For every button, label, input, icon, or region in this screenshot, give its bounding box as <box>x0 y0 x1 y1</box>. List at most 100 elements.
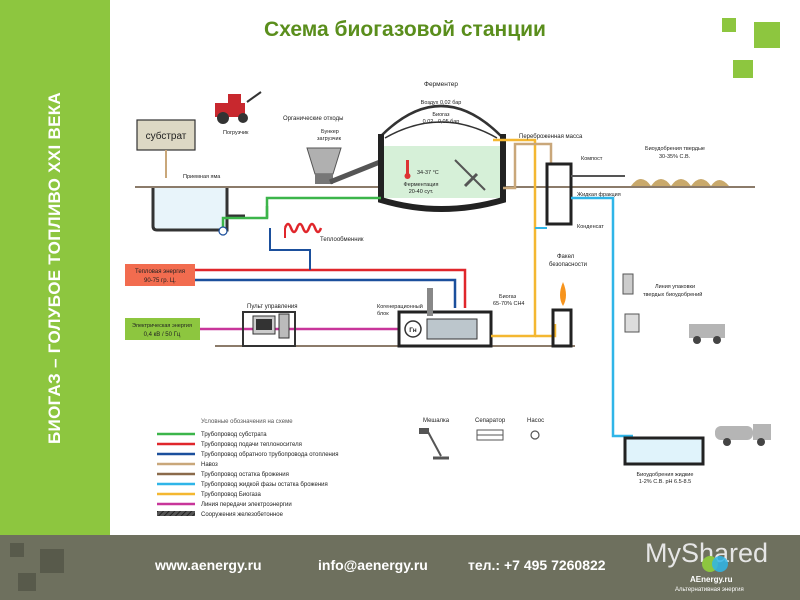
agitator-icon <box>454 159 486 191</box>
legend-title: Условные обозначения на схеме <box>201 419 293 425</box>
phone-text: тел.: +7 495 7260822 <box>468 557 606 573</box>
substrate-pump-icon <box>218 226 228 236</box>
website-link[interactable]: www.aenergy.ru <box>155 557 262 573</box>
organic-waste-label: Органические отходы <box>283 116 343 122</box>
deco-square <box>754 22 780 48</box>
heat-return-pipe <box>195 278 457 308</box>
conveyor <box>329 157 386 185</box>
control-panel-frame <box>242 311 296 347</box>
legend-label-3: Навоз <box>201 462 218 468</box>
diagram-canvas: субстрат Приемная яма Погрузчик Органиче… <box>125 81 771 518</box>
digestate-pipe <box>503 142 553 190</box>
fermentation-label-2: 20-40 сут. <box>409 189 434 195</box>
temperature-label: 34-37 °C <box>417 170 439 176</box>
hopper-label-2: загрузчик <box>317 136 342 142</box>
legend-separator-label: Сепаратор <box>475 418 506 424</box>
pump-icon <box>530 430 540 440</box>
brand-subtitle: Альтернативная энергия <box>675 587 744 593</box>
thermal-energy-label-2: 90-75 гр. Ц. <box>144 278 176 284</box>
cogen-label-1: Когенерационный <box>377 303 423 310</box>
packing-label-1: Линия упаковки <box>655 284 695 290</box>
substrate-box <box>136 119 196 151</box>
heat-exchanger-label: Теплообменник <box>320 237 364 243</box>
separator-icon <box>476 429 504 441</box>
thermometer-icon <box>404 160 411 179</box>
legend-pump-label: Насос <box>527 418 544 424</box>
legend-label-1: Трубопровод подачи теплоносителя <box>201 442 302 448</box>
heat-supply-pipe <box>195 268 467 308</box>
flame-icon <box>560 282 566 306</box>
heat-exchanger <box>283 222 323 234</box>
solid-fert-label-1: Биоудобрения твердые <box>645 146 705 152</box>
legend-label-0: Трубопровод субстрата <box>201 432 267 438</box>
biogas-pipe-flare <box>535 324 557 338</box>
biogas-pressure-label-1: Биогаз <box>432 112 450 118</box>
hopper-icon <box>306 147 342 184</box>
liquid-fert-label-2: 1-2% С.В. pH 6.5-8.5 <box>639 479 691 485</box>
compost-piles <box>631 179 729 186</box>
liquid-fraction-pipe <box>571 196 633 438</box>
exhaust-pipe <box>427 288 433 316</box>
fermenter-label: Ферментер <box>424 81 458 88</box>
brand-logo-icon <box>702 556 728 572</box>
sidebar: БИОГАЗ – ГОЛУБОЕ ТОПЛИВО XXI ВЕКА <box>0 0 110 535</box>
heat-to-exchanger <box>269 228 311 270</box>
air-label: Воздух 0,02 бар <box>421 100 462 106</box>
deco-square <box>10 543 24 557</box>
legend-label-6: Трубопровод Биогаза <box>201 492 262 498</box>
compost-label: Компост <box>581 156 603 162</box>
footer: www.aenergy.ru info@aenergy.ru тел.: +7 … <box>0 535 800 600</box>
legend-mixer-label: Мешалка <box>423 418 450 424</box>
biogas-diagram: субстрат Приемная яма Погрузчик Органиче… <box>115 78 791 528</box>
email-link[interactable]: info@aenergy.ru <box>318 557 428 573</box>
flare-label-1: Факел <box>557 254 575 260</box>
tanker-icon <box>715 424 771 446</box>
deco-square <box>40 549 64 573</box>
electric-energy-label-2: 0,4 кВ / 50 Гц <box>144 332 181 338</box>
substrate-pipe <box>221 196 381 228</box>
fermenter-wall <box>378 134 506 212</box>
loader-label: Погрузчик <box>223 130 249 136</box>
biogas-pressure-label-2: 0,02...0,05 бар <box>423 119 460 125</box>
deco-square <box>722 18 736 32</box>
reception-pit-label: Приемная яма <box>183 174 221 180</box>
reception-pit <box>151 188 229 232</box>
generator-label: Гн <box>409 327 417 334</box>
liquid-fert-tank <box>623 436 705 466</box>
biogas-label-2: 65-70% CH4 <box>493 301 525 307</box>
generator-icon <box>404 320 422 338</box>
engine-icon <box>426 318 478 340</box>
deco-square <box>18 573 36 591</box>
legend-label-5: Трубопровод жидкой фазы остатка брожения <box>201 481 328 488</box>
page-title: Схема биогазовой станции <box>264 18 546 41</box>
separator-frame <box>545 162 573 226</box>
thermal-energy-box <box>125 264 195 286</box>
brand-name: AEnergy.ru <box>690 575 733 584</box>
liquid-fraction-label: Жидкая фракция <box>577 192 621 198</box>
deco-square <box>733 60 753 80</box>
control-panel-label: Пульт управления <box>247 304 297 310</box>
packing-machine-icon <box>622 273 640 333</box>
solid-fert-label-2: 30-35% С.В. <box>659 154 691 160</box>
cogen-label-2: блок <box>377 311 389 317</box>
electric-energy-label-1: Электрическая энергия <box>132 323 192 329</box>
truck-icon <box>689 324 725 344</box>
fermentation-label-1: Ферментация <box>404 182 439 188</box>
condensate-label: Конденсат <box>577 224 604 230</box>
cogen-frame <box>397 310 493 348</box>
legend-label-2: Трубопровод обратного трубопровода отопл… <box>201 452 338 458</box>
mixer-icon <box>419 428 449 460</box>
tractor-icon <box>215 91 262 124</box>
flare-label-2: безопасности <box>549 262 587 268</box>
biogas-pipe <box>491 138 537 338</box>
legend-label-4: Трубопровод остатка брожения <box>201 472 289 478</box>
sidebar-title: БИОГАЗ – ГОЛУБОЕ ТОПЛИВО XXI ВЕКА <box>45 92 64 444</box>
legend-swatch-8 <box>157 511 195 516</box>
electric-energy-box <box>125 318 200 340</box>
fermenter-membrane <box>384 121 498 139</box>
digestate-label: Переброженная масса <box>519 134 583 140</box>
thermal-energy-label-1: Тепловая энергия <box>135 269 185 275</box>
hopper-label-1: Бункер <box>321 129 339 135</box>
biogas-label-1: Биогаз <box>499 294 517 300</box>
fermenter-roof <box>380 104 502 137</box>
